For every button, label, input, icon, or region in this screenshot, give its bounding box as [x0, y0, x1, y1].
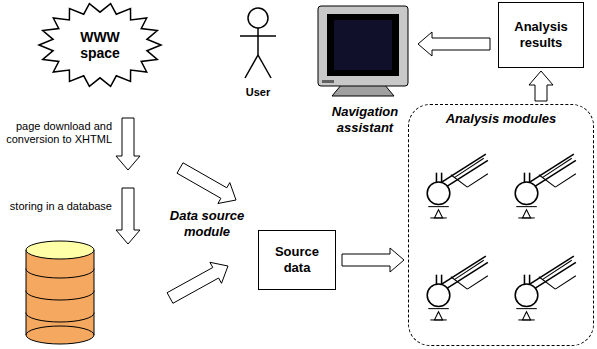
- module-name: Data source module: [162, 208, 252, 240]
- user-figure: [240, 8, 276, 78]
- node-label: WWW space: [70, 29, 130, 61]
- block-arrow: [116, 188, 140, 244]
- flask-icon: [427, 154, 488, 218]
- www-starburst: WWW space: [38, 2, 162, 88]
- block-arrow-connector: [529, 71, 553, 101]
- actor-name: User: [232, 86, 284, 99]
- block-arrow: [418, 32, 490, 56]
- block-arrows: [116, 32, 490, 303]
- block-arrow: [177, 163, 236, 204]
- region-title: Analysis modules: [409, 111, 593, 127]
- flask-icon: [515, 256, 576, 320]
- step-note: page download and conversion to XHTML: [4, 120, 112, 146]
- module-name: Navigation assistant: [320, 104, 410, 136]
- flask-icon: [427, 256, 488, 320]
- monitor-icon: [318, 6, 408, 96]
- block-arrow: [116, 118, 140, 170]
- step-note: storing in a database: [4, 200, 112, 213]
- database-cylinder: [26, 241, 94, 344]
- results-box: Analysis results: [498, 2, 584, 68]
- block-arrow-connector: [342, 248, 404, 272]
- modules-region: Analysis modules: [408, 104, 594, 346]
- block-arrow: [167, 262, 228, 303]
- source-box: Source data: [258, 230, 336, 290]
- node-label: Analysis results: [503, 19, 579, 51]
- flask-icon: [515, 154, 576, 218]
- node-label: Source data: [263, 244, 331, 276]
